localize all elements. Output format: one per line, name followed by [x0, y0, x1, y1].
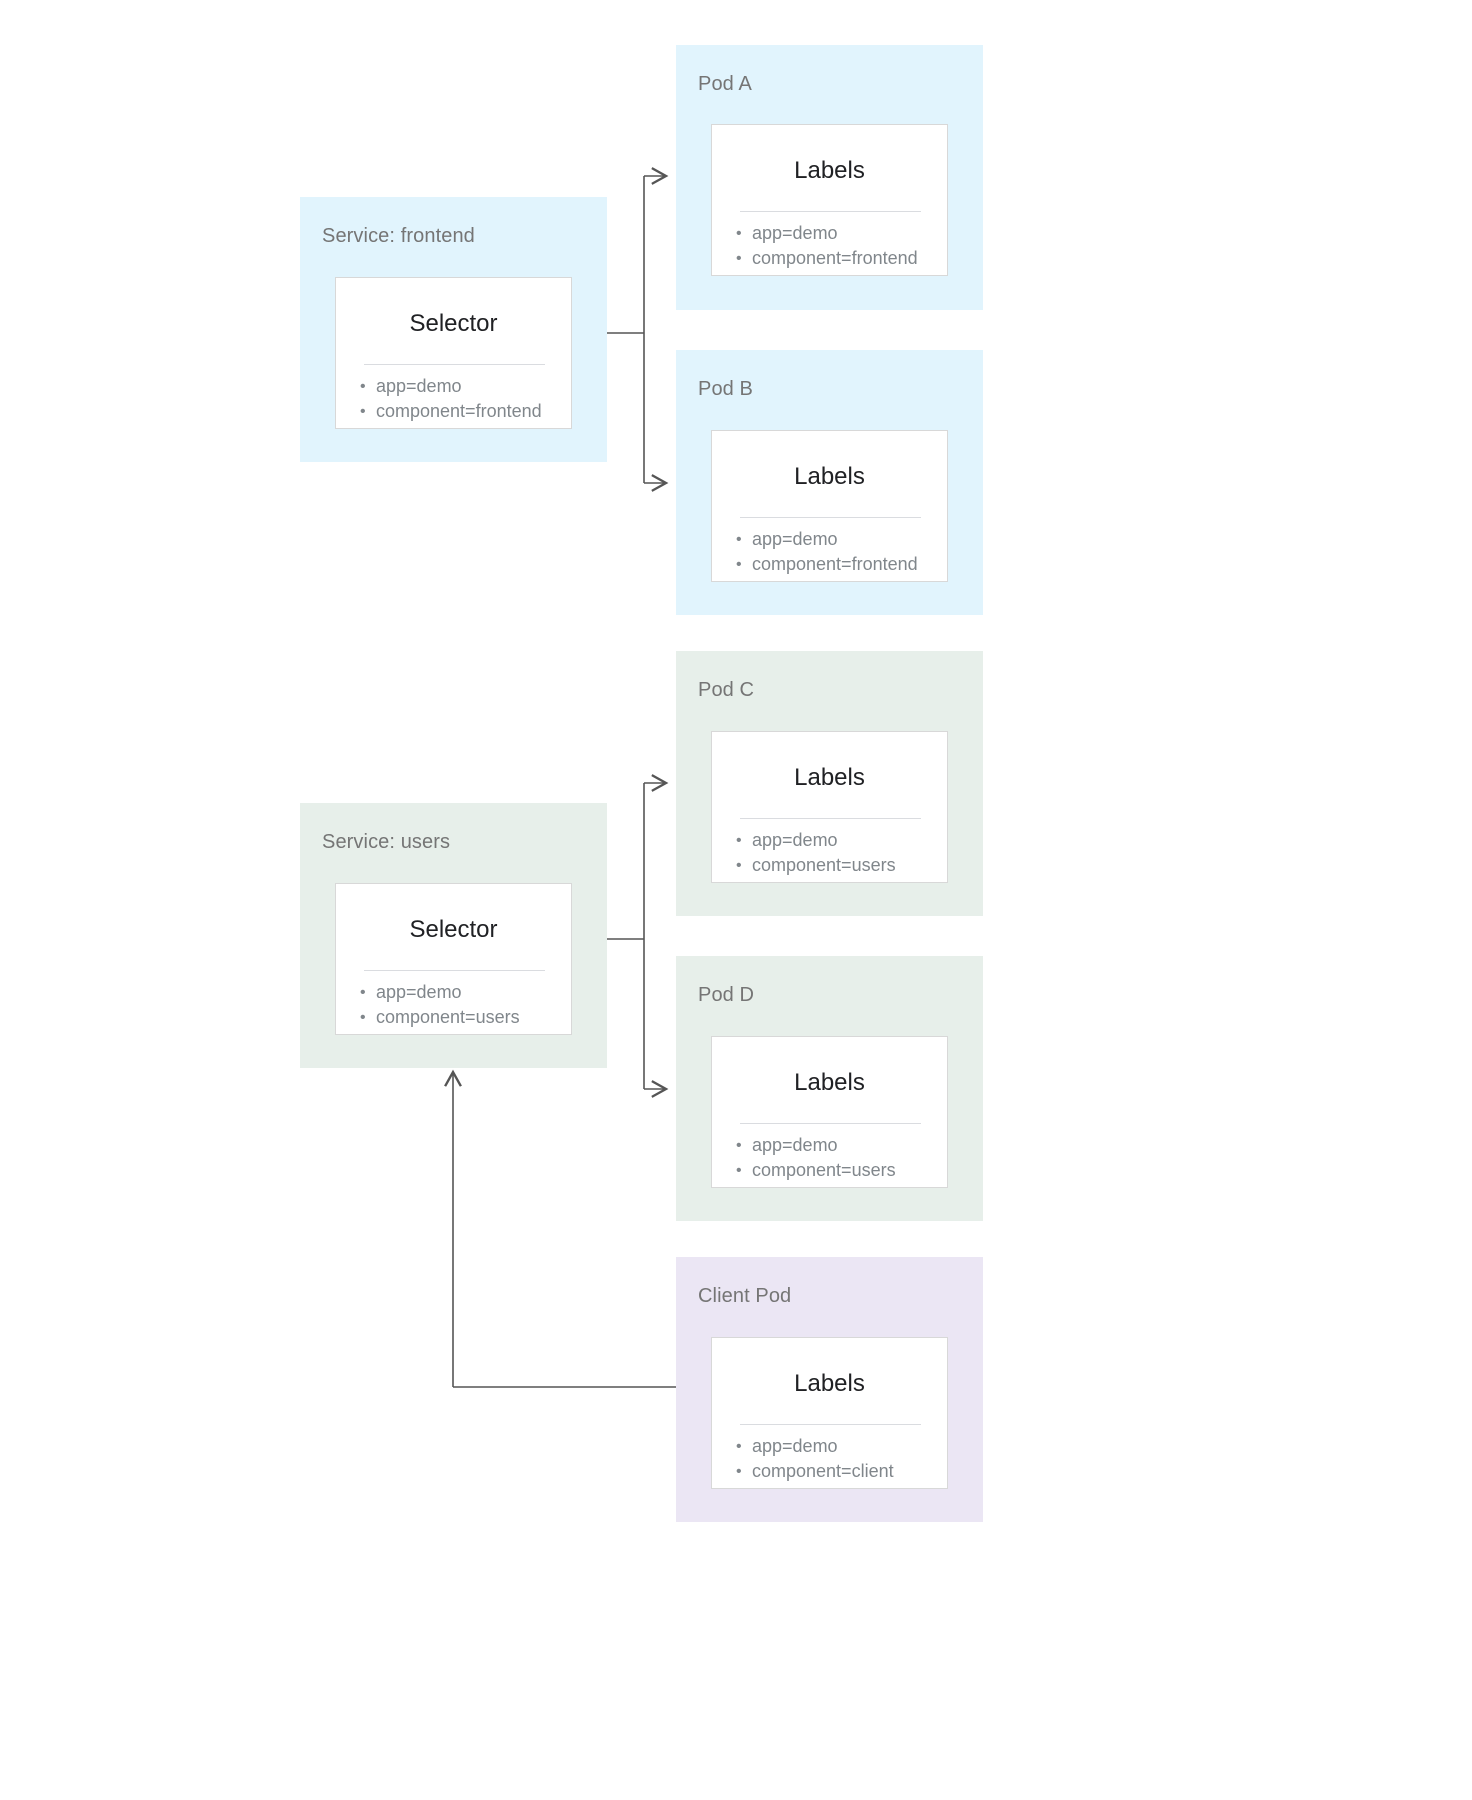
pod-b-panel[interactable]: Pod B Labels app=demo component=frontend — [676, 350, 983, 615]
service-frontend-selector-card[interactable]: Selector app=demo component=frontend — [335, 277, 572, 429]
client-pod-panel[interactable]: Client Pod Labels app=demo component=cli… — [676, 1257, 983, 1522]
service-frontend-selector-list: app=demo component=frontend — [352, 374, 542, 424]
list-item: app=demo — [736, 527, 918, 552]
pod-d-label: Pod D — [698, 984, 755, 1006]
pod-c-labels-list: app=demo component=users — [728, 828, 896, 878]
service-frontend-label: Service: frontend — [322, 225, 475, 247]
pod-c-labels-title: Labels — [794, 764, 865, 791]
pod-a-labels-title: Labels — [794, 157, 865, 184]
service-users-panel[interactable]: Service: users Selector app=demo compone… — [300, 803, 607, 1068]
pod-a-labels-card[interactable]: Labels app=demo component=frontend — [711, 124, 948, 276]
card-divider — [364, 970, 545, 971]
connector-client-to-users-service — [453, 1072, 676, 1388]
card-divider — [740, 1424, 921, 1425]
pod-d-labels-title: Labels — [794, 1069, 865, 1096]
card-divider — [740, 818, 921, 819]
client-pod-labels-list: app=demo component=client — [728, 1434, 894, 1484]
pod-d-panel[interactable]: Pod D Labels app=demo component=users — [676, 956, 983, 1221]
pod-b-label: Pod B — [698, 378, 753, 400]
card-divider — [740, 1123, 921, 1124]
client-pod-labels-card[interactable]: Labels app=demo component=client — [711, 1337, 948, 1489]
list-item: component=users — [736, 853, 896, 878]
service-frontend-selector-title: Selector — [409, 310, 498, 337]
pod-b-labels-card[interactable]: Labels app=demo component=frontend — [711, 430, 948, 582]
connector-users-to-pods — [607, 783, 666, 1089]
list-item: component=frontend — [736, 552, 918, 577]
list-item: component=frontend — [360, 399, 542, 424]
pod-a-labels-list: app=demo component=frontend — [728, 221, 918, 271]
pod-b-labels-list: app=demo component=frontend — [728, 527, 918, 577]
pod-a-panel[interactable]: Pod A Labels app=demo component=frontend — [676, 45, 983, 310]
pod-d-labels-list: app=demo component=users — [728, 1133, 896, 1183]
service-users-label: Service: users — [322, 831, 451, 853]
list-item: component=users — [736, 1158, 896, 1183]
list-item: app=demo — [360, 980, 520, 1005]
list-item: app=demo — [360, 374, 542, 399]
pod-c-labels-card[interactable]: Labels app=demo component=users — [711, 731, 948, 883]
pod-c-panel[interactable]: Pod C Labels app=demo component=users — [676, 651, 983, 916]
service-users-selector-list: app=demo component=users — [352, 980, 520, 1030]
list-item: component=client — [736, 1459, 894, 1484]
list-item: app=demo — [736, 221, 918, 246]
client-pod-label: Client Pod — [698, 1285, 792, 1307]
connector-frontend-to-pods — [607, 176, 666, 483]
pod-c-label: Pod C — [698, 679, 755, 701]
card-divider — [364, 364, 545, 365]
list-item: app=demo — [736, 1434, 894, 1459]
pod-a-label: Pod A — [698, 73, 752, 95]
list-item: app=demo — [736, 828, 896, 853]
service-frontend-panel[interactable]: Service: frontend Selector app=demo comp… — [300, 197, 607, 462]
card-divider — [740, 517, 921, 518]
client-pod-labels-title: Labels — [794, 1370, 865, 1397]
pod-d-labels-card[interactable]: Labels app=demo component=users — [711, 1036, 948, 1188]
list-item: component=users — [360, 1005, 520, 1030]
pod-b-labels-title: Labels — [794, 463, 865, 490]
list-item: component=frontend — [736, 246, 918, 271]
service-users-selector-title: Selector — [409, 916, 498, 943]
card-divider — [740, 211, 921, 212]
service-users-selector-card[interactable]: Selector app=demo component=users — [335, 883, 572, 1035]
list-item: app=demo — [736, 1133, 896, 1158]
